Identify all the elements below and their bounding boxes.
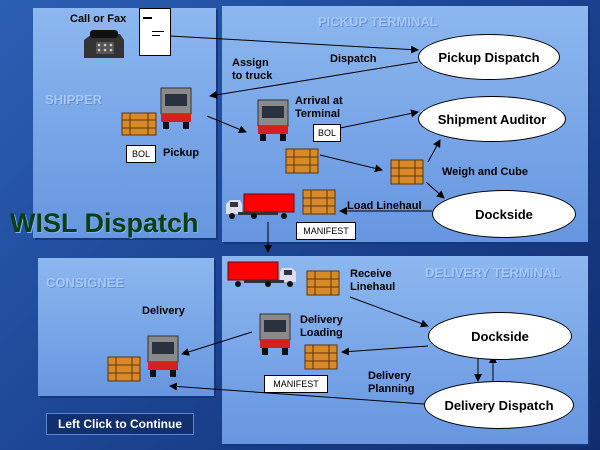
section-title-shipper: SHIPPER: [45, 92, 103, 107]
label-delivery: Delivery: [142, 305, 185, 317]
label-linehaul: Linehaul: [350, 281, 396, 293]
shipper-truck-icon: [160, 87, 192, 129]
label-arrival-at: Arrival at: [295, 95, 343, 107]
shipper-crate-icon: [121, 112, 157, 136]
label-pickup: Pickup: [163, 147, 200, 159]
label-arrival-at-terminal: Arrival at Terminal: [295, 95, 343, 121]
node-shipment-auditor[interactable]: Shipment Auditor: [418, 96, 566, 142]
manifest-tag-delivery: MANIFEST: [264, 375, 328, 393]
label-call-or-fax: Call or Fax: [70, 13, 127, 25]
arrow-pickup-dispatch-to-shipper: [209, 61, 419, 99]
label-delivery-loading-2: Loading: [300, 327, 343, 339]
label-assign-to-truck: Assign to truck: [232, 57, 272, 83]
receive-crate-icon: [306, 270, 340, 296]
receive-linehaul-truck-icon: [227, 261, 296, 287]
fax-document-icon: [139, 8, 171, 56]
label-delivery-planning-2: Planning: [368, 383, 415, 395]
node-dockside-pickup[interactable]: Dockside: [432, 190, 576, 238]
arrow-weigh-to-auditor: [427, 139, 441, 163]
linehaul-truck-icon: [226, 193, 295, 219]
arrow-freight-to-weigh: [319, 154, 383, 173]
arrow-pickup-to-terminal: [206, 115, 247, 134]
manifest-tag-pickup: MANIFEST: [296, 222, 356, 240]
label-receive-linehaul: Receive Linehaul: [350, 268, 395, 294]
label-load-linehaul: Load Linehaul: [347, 200, 422, 212]
arrow-bol-to-auditor: [339, 109, 419, 129]
bol-tag-terminal: BOL: [313, 124, 341, 142]
node-dockside-delivery[interactable]: Dockside: [428, 312, 572, 360]
label-delivery-planning-1: Delivery: [368, 370, 411, 382]
terminal-truck-icon: [257, 99, 289, 141]
arrow-receive-to-dockside: [349, 296, 429, 328]
label-assign: Assign: [232, 57, 269, 69]
delivery-truck-icon: [259, 313, 291, 355]
label-delivery-loading: Delivery Loading: [300, 314, 343, 340]
section-title-consignee: CONSIGNEE: [46, 275, 125, 290]
weigh-crate-icon: [390, 159, 424, 185]
node-pickup-dispatch[interactable]: Pickup Dispatch: [418, 34, 560, 80]
node-delivery-dispatch[interactable]: Delivery Dispatch: [424, 381, 574, 429]
arrow-weigh-to-dockside: [425, 181, 445, 199]
label-delivery-loading-1: Delivery: [300, 314, 343, 326]
linehaul-crate-icon: [302, 189, 336, 215]
consignee-crate-icon: [107, 356, 141, 382]
label-terminal: Terminal: [295, 108, 341, 120]
delivery-loading-crate-icon: [304, 344, 338, 370]
telephone-icon: [84, 30, 124, 58]
section-title-delivery-terminal: DELIVERY TERMINAL: [425, 265, 561, 280]
arrow-loading-to-consignee: [181, 331, 253, 356]
section-title-pickup-terminal: PICKUP TERMINAL: [318, 14, 438, 29]
consignee-truck-icon: [147, 335, 179, 377]
page-title: WISL Dispatch: [10, 208, 199, 238]
arrow-fax-to-pickup-dispatch: [169, 35, 419, 54]
label-delivery-planning: Delivery Planning: [368, 370, 414, 396]
label-dispatch: Dispatch: [330, 53, 377, 65]
label-to-truck: to truck: [232, 70, 273, 82]
bol-tag-shipper: BOL: [126, 145, 156, 163]
label-weigh-and-cube: Weigh and Cube: [442, 166, 528, 178]
label-receive: Receive: [350, 268, 392, 280]
terminal-crate-icon: [285, 148, 319, 174]
continue-button[interactable]: Left Click to Continue: [46, 413, 194, 435]
arrow-dockside-to-loading: [341, 345, 429, 356]
arrow-delivery-dispatch-to-consignee: [169, 382, 425, 405]
